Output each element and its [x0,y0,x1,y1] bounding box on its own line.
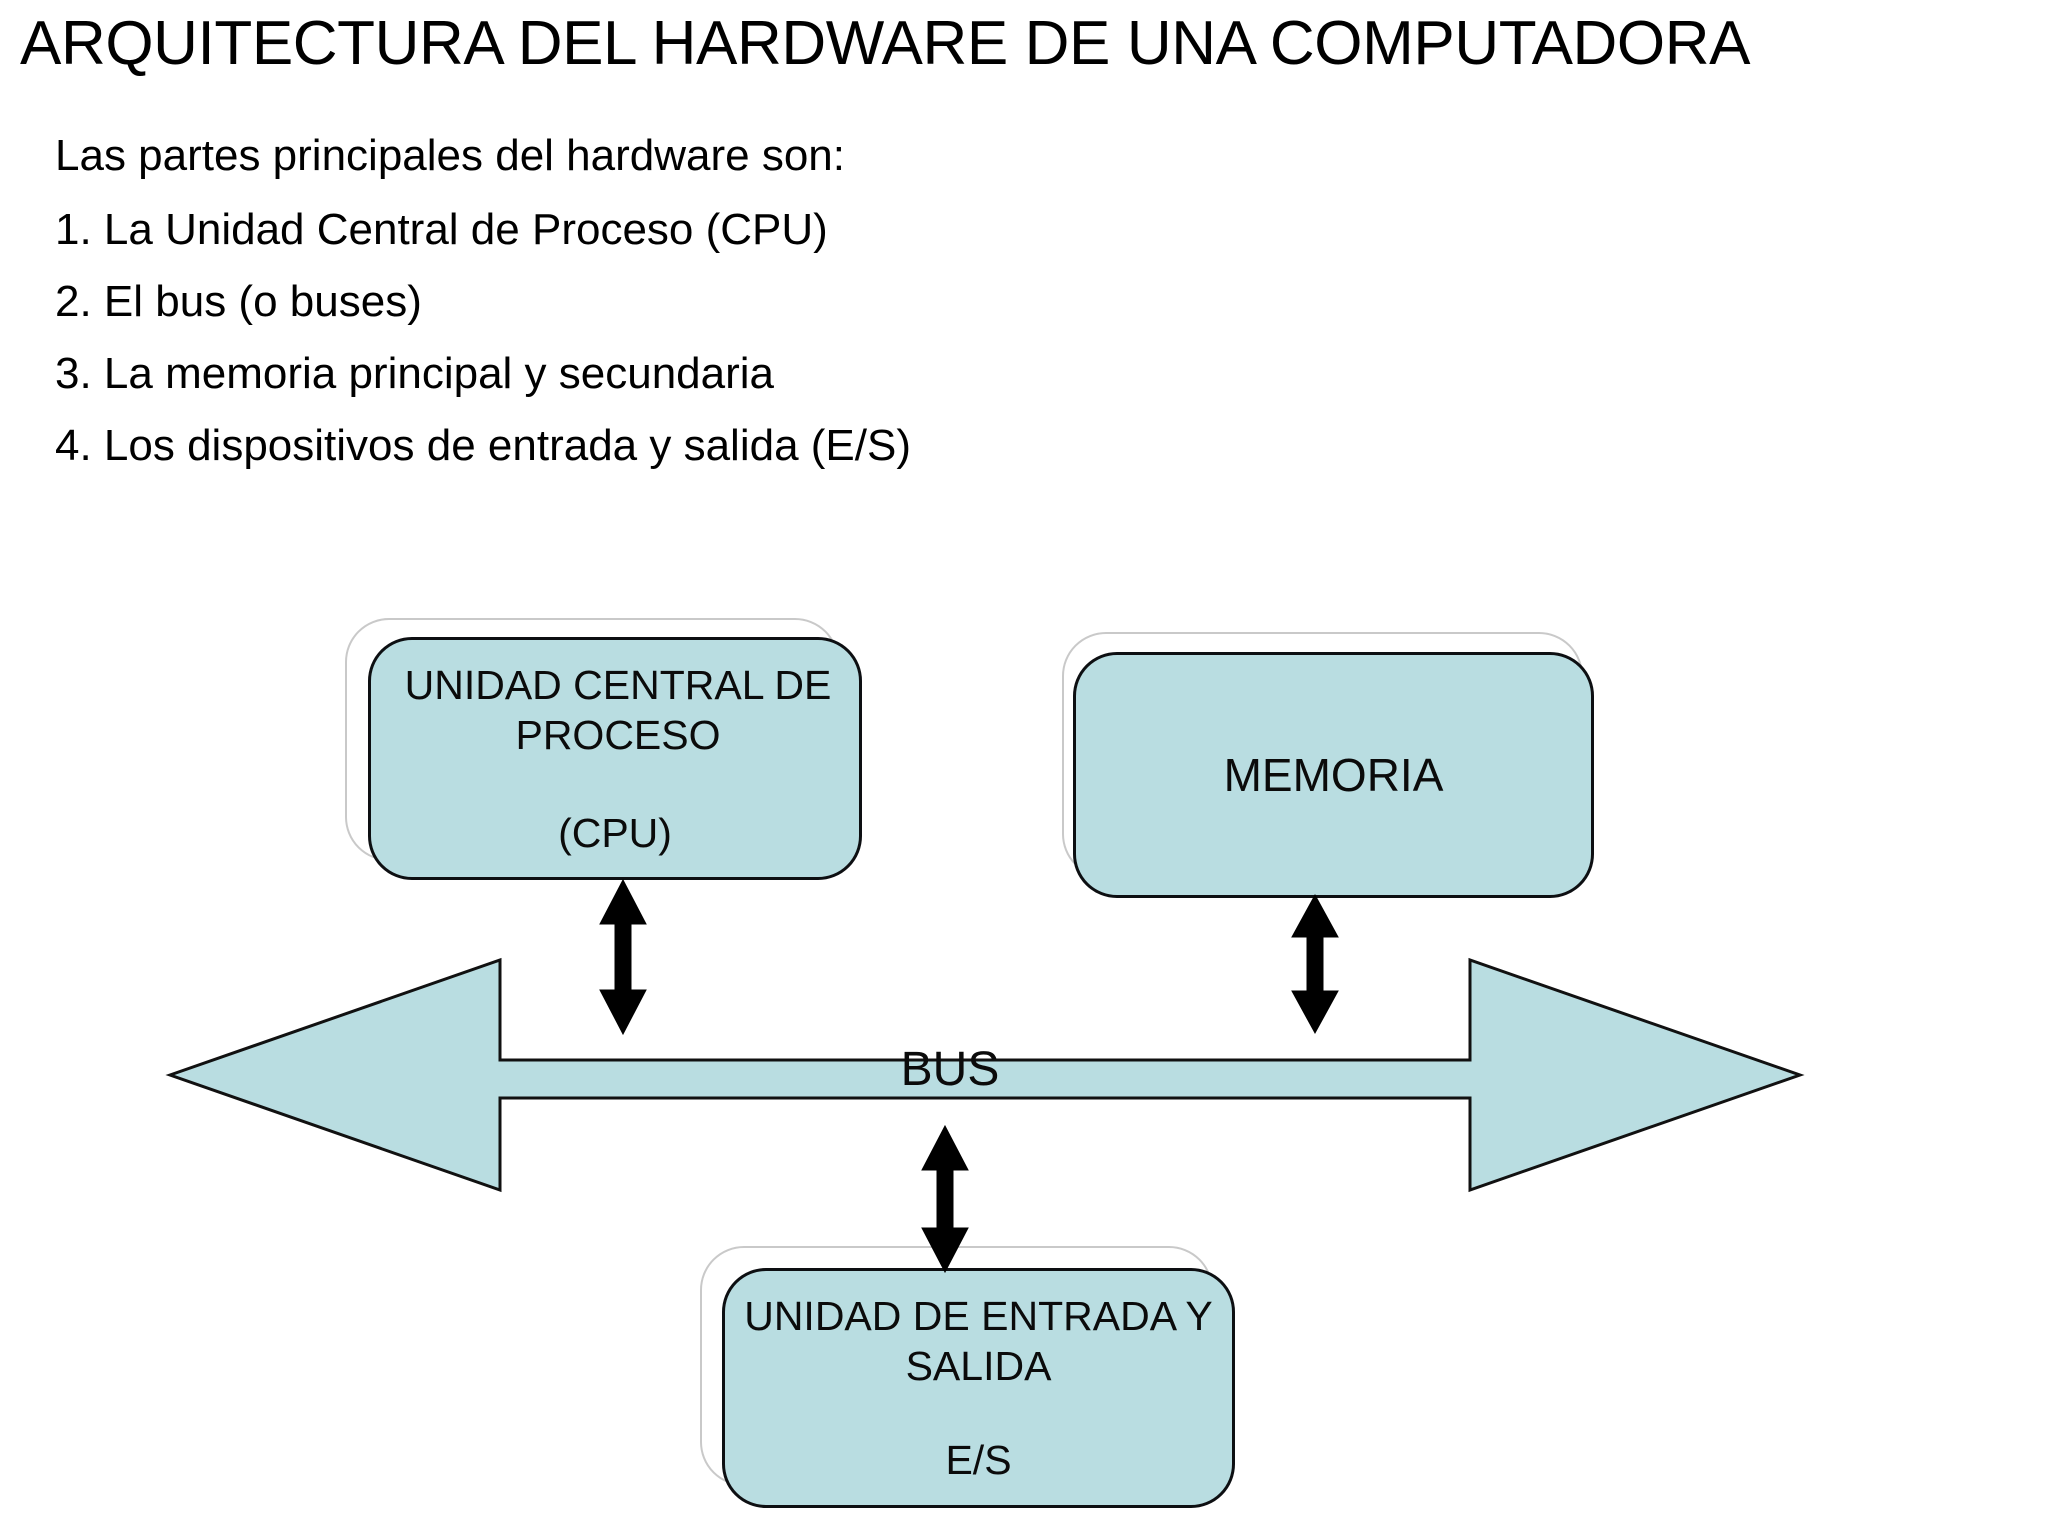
io-shadow-box [700,1246,1213,1486]
cpu-shadow-box [345,618,839,861]
memory-shadow-box [1062,632,1583,878]
cpu-box[interactable]: UNIDAD CENTRAL DE PROCESO (CPU) [368,637,862,880]
intro-line: Las partes principales del hardware son: [55,131,846,180]
cpu-label: UNIDAD CENTRAL DE PROCESO [404,661,832,758]
list-item: 4. Los dispositivos de entrada y salida … [55,421,912,470]
page-title: ARQUITECTURA DEL HARDWARE DE UNA COMPUTA… [20,9,1751,78]
memory-label: MEMORIA [1223,749,1444,801]
io-label: UNIDAD DE ENTRADA Y SALIDA [744,1293,1213,1389]
cpu-bus-connector-arrow [599,878,647,1036]
cpu-sublabel: (CPU) [558,809,672,856]
memory-box[interactable]: MEMORIA [1073,652,1594,898]
bus-label: BUS [900,1043,1000,1096]
body-text-block: Las partes principales del hardware son:… [55,132,1355,494]
io-sublabel: E/S [945,1437,1012,1483]
list-item: 3. La memoria principal y secundaria [55,349,775,398]
bus-arrow-shape [165,957,1805,1193]
list-item: 2. El bus (o buses) [55,277,422,326]
io-box[interactable]: UNIDAD DE ENTRADA Y SALIDA E/S [722,1268,1235,1508]
io-bus-connector-arrow [921,1124,969,1274]
list-item: 1. La Unidad Central de Proceso (CPU) [55,205,828,254]
memory-bus-connector-arrow [1291,893,1339,1035]
